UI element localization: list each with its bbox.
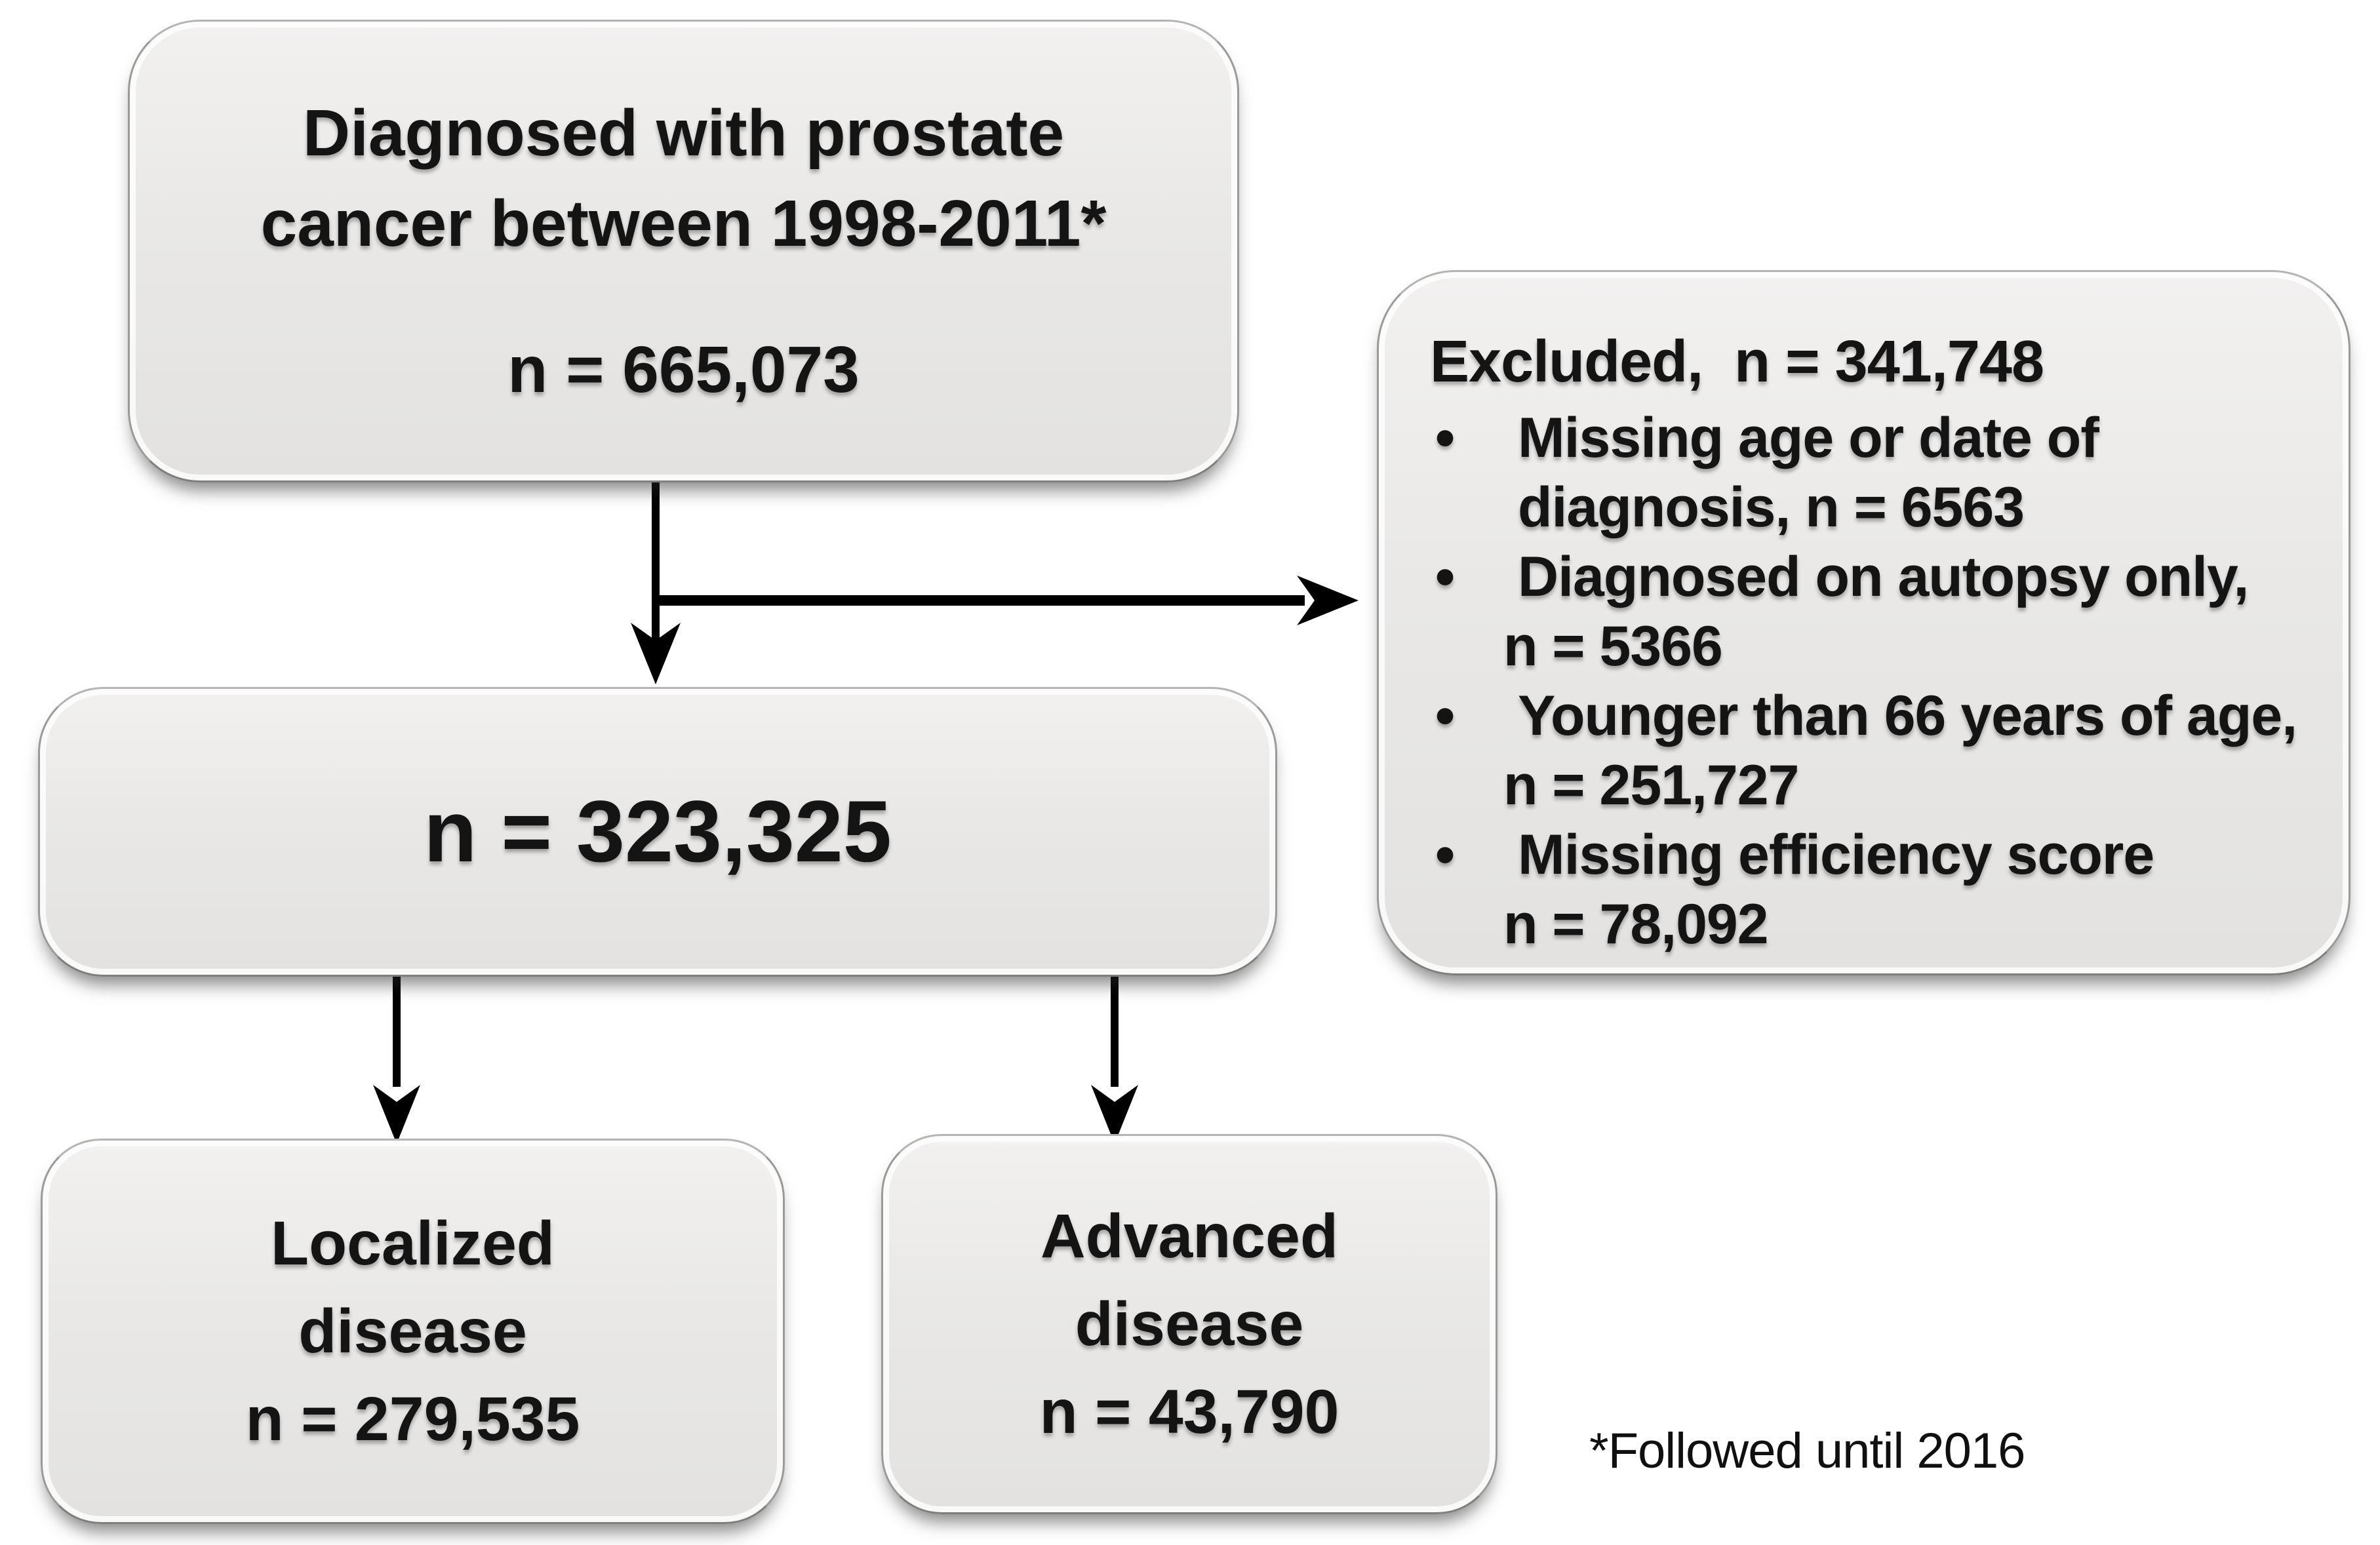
advanced-label: Advanced disease (1040, 1202, 1339, 1359)
excluded-reason-line: Missing age or date of (1518, 406, 2099, 469)
excluded-reason-missing-efficiency: Missing efficiency score n = 78,092 (1430, 820, 2329, 959)
excluded-reason-missing-age: Missing age or date of diagnosis, n = 65… (1430, 403, 2329, 542)
box-diagnosed-cohort: Diagnosed with prostate cancer between 1… (128, 20, 1239, 482)
diagnosed-title: Diagnosed with prostate cancer between 1… (260, 96, 1107, 260)
excluded-reason-count: diagnosis, n = 6563 (1518, 476, 2025, 539)
localized-label: Localized disease (271, 1209, 555, 1366)
footnote: *Followed until 2016 (1589, 1423, 2025, 1479)
arrowhead-right-excluded-icon (1297, 576, 1359, 625)
localized-count: n = 279,535 (245, 1384, 580, 1454)
box-excluded: Excluded, n = 341,748 Missing age or dat… (1377, 270, 2350, 975)
excluded-reason-autopsy-only: Diagnosed on autopsy only, n = 5366 (1430, 542, 2329, 681)
diagnosed-count: n = 665,073 (507, 332, 860, 406)
excluded-reason-younger-66: Younger than 66 years of age, n = 251,72… (1430, 681, 2329, 820)
arrowhead-down-middle-icon (631, 623, 681, 684)
excluded-reason-line: Younger than 66 years of age, (1518, 684, 2297, 747)
box-included-cohort: n = 323,325 (38, 687, 1277, 977)
excluded-reason-line: Missing efficiency score (1518, 823, 2154, 886)
excluded-header: Excluded, n = 341,748 (1430, 329, 2044, 395)
advanced-count: n = 43,790 (1039, 1377, 1339, 1447)
excluded-reason-count: n = 78,092 (1503, 893, 1769, 956)
excluded-reason-count: n = 5366 (1503, 615, 1723, 678)
box-localized-disease: Localized disease n = 279,535 (41, 1139, 785, 1524)
arrowhead-down-localized-icon (373, 1085, 420, 1144)
included-count: n = 323,325 (424, 783, 892, 880)
excluded-reason-line: Diagnosed on autopsy only, (1518, 545, 2249, 608)
box-advanced-disease: Advanced disease n = 43,790 (881, 1134, 1497, 1514)
excluded-reason-count: n = 251,727 (1503, 754, 1799, 817)
excluded-reasons-list: Missing age or date of diagnosis, n = 65… (1430, 403, 2329, 959)
